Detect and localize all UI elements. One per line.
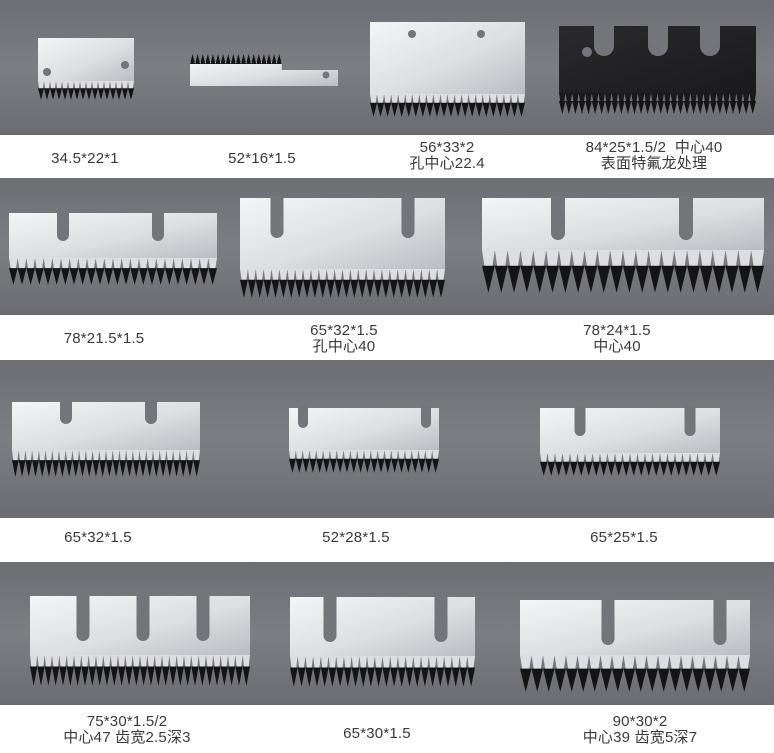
- caption-4: 84*25*1.5/2 中心40 表面特氟龙处理: [544, 140, 764, 172]
- blade-image-10: [540, 406, 720, 476]
- blade-image-3: [370, 22, 525, 117]
- caption-10-line-1: 65*25*1.5: [590, 529, 658, 546]
- caption-11-line-1: 75*30*1.5/2: [86, 713, 168, 730]
- caption-8-line-1: 65*32*1.5: [64, 529, 132, 546]
- caption-13-line-1: 90*30*2: [612, 713, 668, 730]
- caption-3: 56*33*2 孔中心22.4: [352, 140, 542, 172]
- blade-image-1: [38, 38, 134, 100]
- blade-image-11: [30, 594, 250, 686]
- caption-2: 52*16*1.5: [167, 151, 357, 167]
- caption-7-line-1: 78*24*1.5: [583, 322, 651, 339]
- caption-5: 78*21.5*1.5: [9, 331, 199, 347]
- blade-image-8: [12, 400, 200, 477]
- blade-image-12: [290, 595, 475, 687]
- caption-1-line-1: 34.5*22*1: [51, 150, 119, 167]
- blade-image-2: [190, 54, 338, 86]
- caption-5-line-1: 78*21.5*1.5: [63, 330, 145, 347]
- caption-10: 65*25*1.5: [529, 530, 719, 546]
- caption-12-line-1: 65*30*1.5: [343, 725, 411, 742]
- caption-12: 65*30*1.5: [282, 726, 472, 742]
- caption-6-line-2: 孔中心40: [312, 338, 376, 355]
- blade-image-5: [9, 211, 217, 285]
- blade-image-13: [520, 598, 750, 692]
- blade-image-7: [482, 196, 764, 293]
- caption-11-line-2: 中心47 齿宽2.5深3: [63, 729, 191, 746]
- caption-7: 78*24*1.5 中心40: [522, 323, 712, 355]
- caption-4-line-1: 84*25*1.5/2 中心40: [585, 139, 723, 156]
- caption-1: 34.5*22*1: [0, 151, 180, 167]
- caption-3-line-2: 孔中心22.4: [409, 155, 485, 172]
- caption-6-line-1: 65*32*1.5: [310, 322, 378, 339]
- caption-9: 52*28*1.5: [261, 530, 451, 546]
- caption-7-line-2: 中心40: [593, 338, 641, 355]
- caption-3-line-1: 56*33*2: [419, 139, 475, 156]
- blade-image-4: [559, 24, 756, 114]
- blade-image-6: [240, 196, 445, 298]
- caption-11: 75*30*1.5/2 中心47 齿宽2.5深3: [32, 714, 222, 746]
- caption-9-line-1: 52*28*1.5: [322, 529, 390, 546]
- blade-image-9: [289, 406, 439, 473]
- caption-13-line-2: 中心39 齿宽5深7: [582, 729, 698, 746]
- caption-2-line-1: 52*16*1.5: [228, 150, 296, 167]
- caption-13: 90*30*2 中心39 齿宽5深7: [545, 714, 735, 746]
- caption-8: 65*32*1.5: [3, 530, 193, 546]
- caption-4-line-2: 表面特氟龙处理: [600, 155, 708, 172]
- caption-6: 65*32*1.5 孔中心40: [249, 323, 439, 355]
